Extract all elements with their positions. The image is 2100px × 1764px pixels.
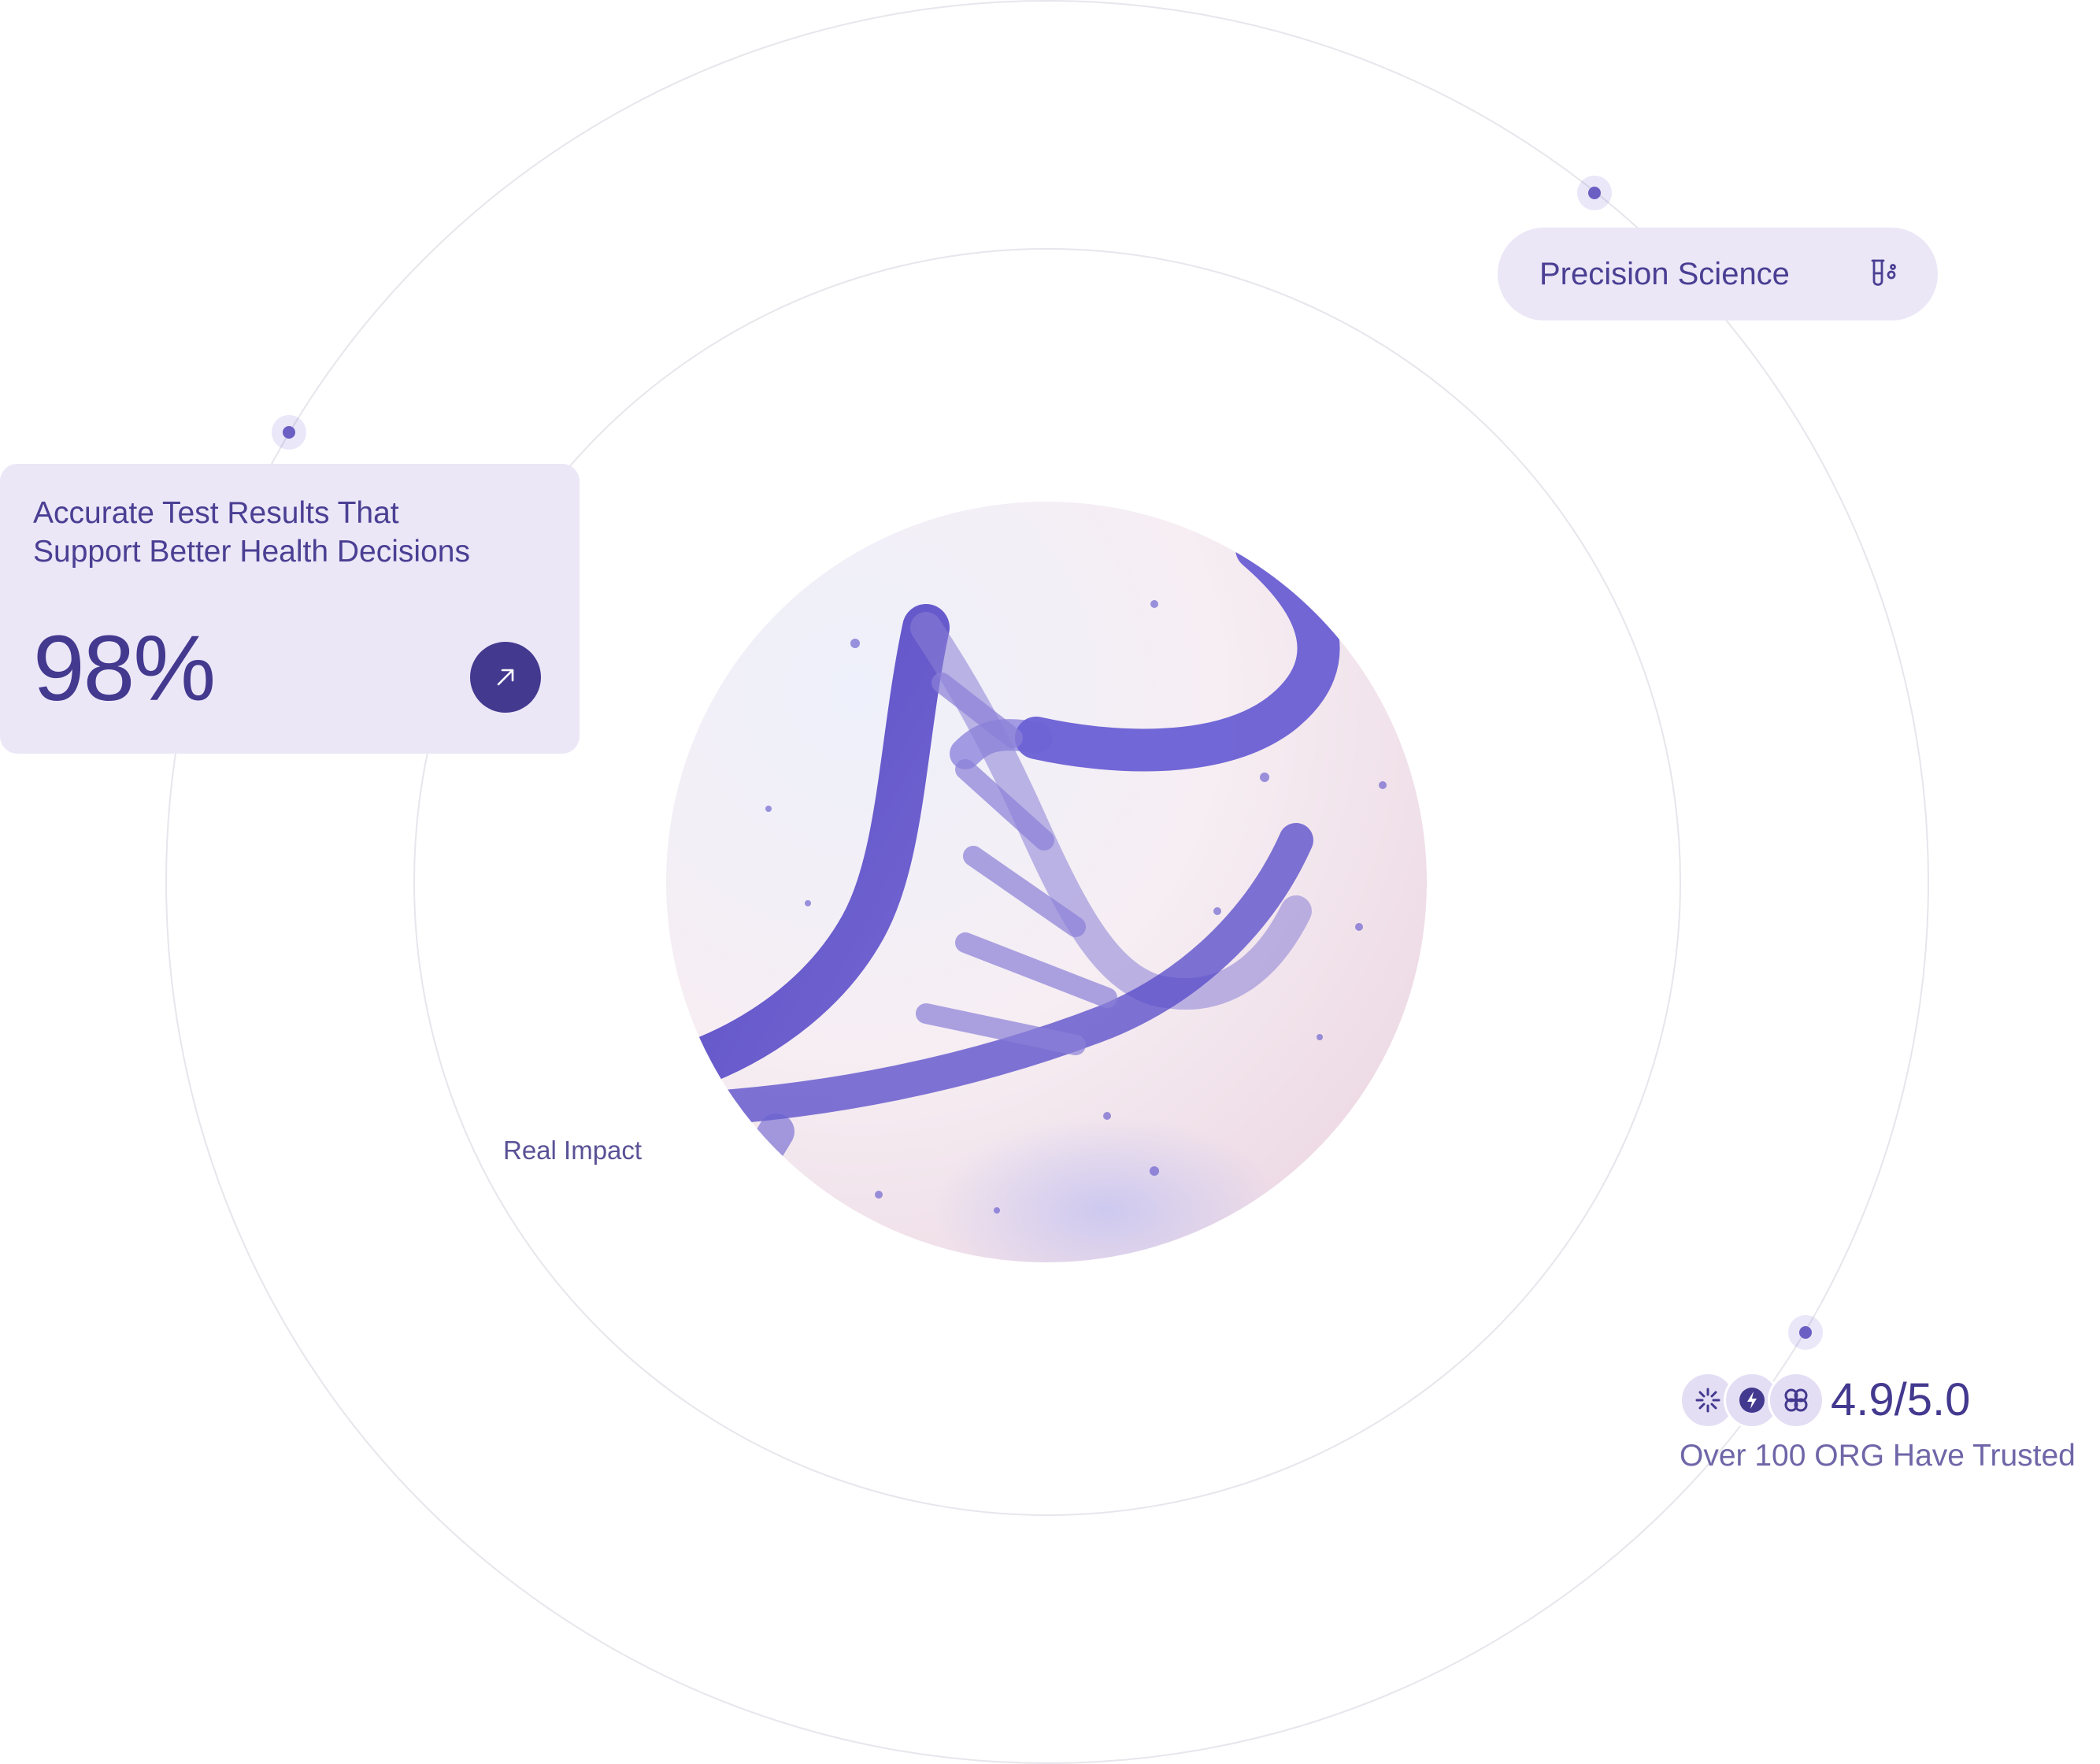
inner-orbit-ring — [413, 248, 1681, 1516]
stat-card-heading-line-2: Support Better Health Decisions — [33, 535, 470, 569]
sunburst-logo-icon — [1695, 1388, 1720, 1413]
test-tube-icon — [1871, 259, 1896, 286]
real-impact-label: Real Impact — [503, 1136, 643, 1165]
bolt-logo-icon — [1739, 1388, 1765, 1413]
dna-helix-image — [666, 502, 1427, 1262]
accuracy-stat-card: Accurate Test Results That Support Bette… — [0, 464, 580, 754]
stat-card-heading-line-1: Accurate Test Results That — [33, 496, 399, 530]
orbit-dot-bottom-right — [1788, 1315, 1823, 1350]
partner-badge-2 — [1724, 1372, 1780, 1429]
orbit-dot-left — [272, 415, 306, 450]
orbit-dot-top-right — [1577, 176, 1612, 210]
partner-badge-3 — [1768, 1372, 1824, 1429]
stat-card-value: 98% — [33, 617, 216, 721]
rating-subtitle: Over 100 ORG Have Trusted — [1680, 1439, 2076, 1473]
arrow-up-right-icon — [497, 669, 514, 686]
knot-logo-icon — [1784, 1388, 1808, 1412]
partner-badges — [1680, 1372, 1837, 1430]
precision-science-pill[interactable]: Precision Science — [1498, 228, 1938, 321]
precision-science-label: Precision Science — [1539, 257, 1790, 291]
stat-card-arrow-button[interactable] — [470, 642, 541, 713]
stat-card-heading: Accurate Test Results That Support Bette… — [33, 494, 553, 571]
rating-score: 4.9/5.0 — [1831, 1374, 1971, 1425]
